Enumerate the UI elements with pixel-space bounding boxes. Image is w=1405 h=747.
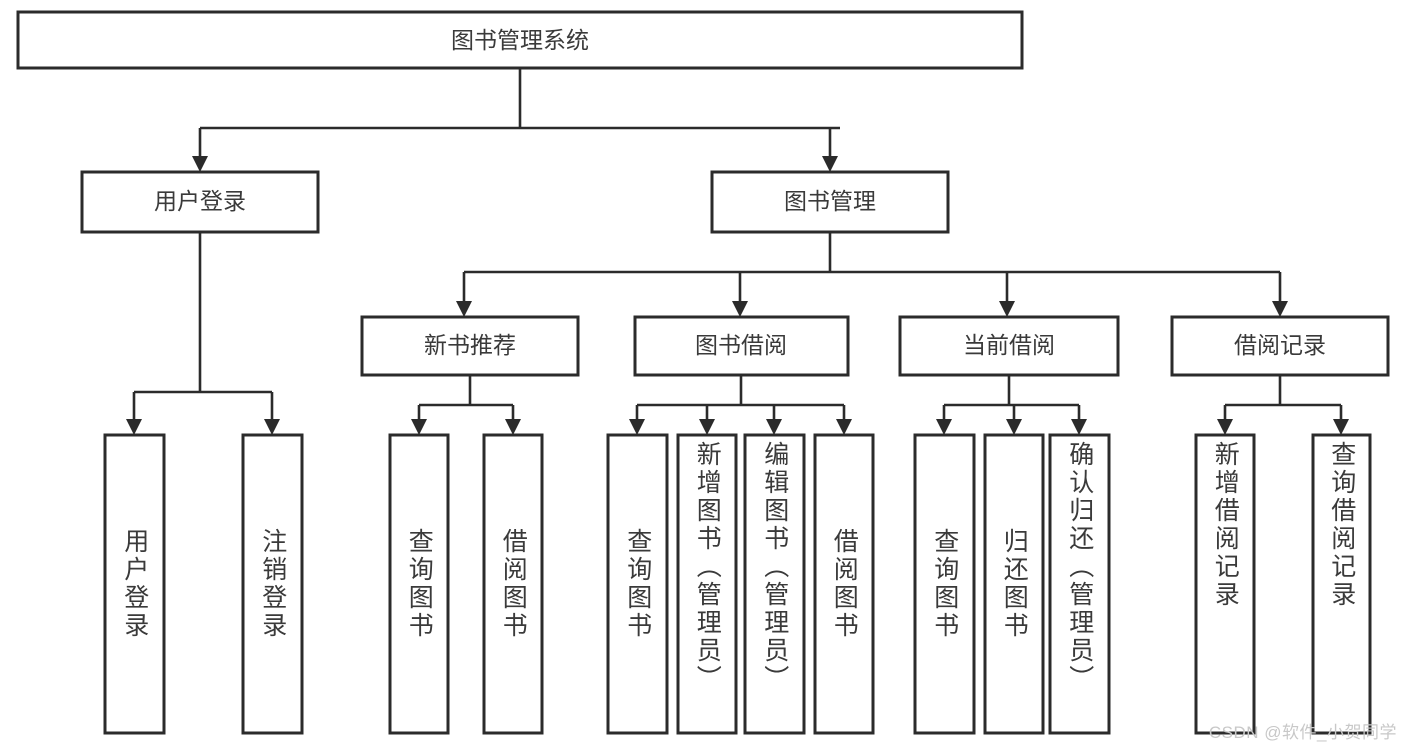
- leaf-box-add-record[interactable]: [1194, 433, 1256, 735]
- node-new-book-recommend[interactable]: 新书推荐: [360, 315, 580, 377]
- leaf-box-user-logout[interactable]: [241, 433, 304, 735]
- arrow-leaf-borrow-book-2: [836, 419, 852, 435]
- root-box[interactable]: [16, 10, 1024, 70]
- leaf-box-query-book-3[interactable]: [913, 433, 976, 735]
- borrow-record-label: 借阅记录: [1234, 332, 1326, 358]
- book-borrow-label: 图书借阅: [695, 332, 787, 358]
- borrow-record-box[interactable]: [1170, 315, 1390, 377]
- leaf-box-add-book[interactable]: [676, 433, 738, 735]
- watermark: CSDN @软件_小贺同学: [1208, 723, 1397, 742]
- leaf-box-confirm-return[interactable]: [1048, 433, 1111, 735]
- leaf-box-edit-book[interactable]: [743, 433, 806, 735]
- arrow-leaf-return-book: [1006, 419, 1022, 435]
- arrow-leaf-borrow-book-1: [505, 419, 521, 435]
- current-borrow-label: 当前借阅: [963, 332, 1055, 358]
- node-current-borrow[interactable]: 当前借阅: [898, 315, 1120, 377]
- edges-root-to-level2: [192, 68, 840, 172]
- arrow-leaf-edit-book: [766, 419, 782, 435]
- leaf-boxes: [103, 433, 1372, 735]
- leaf-box-query-record[interactable]: [1311, 433, 1372, 735]
- arrow-new-book-recommend: [456, 301, 472, 317]
- leaf-box-user-login[interactable]: [103, 433, 166, 735]
- node-user-login[interactable]: 用户登录: [80, 170, 320, 234]
- edges-userlogin-to-leaves: [126, 232, 280, 435]
- user-login-label: 用户登录: [154, 188, 246, 214]
- arrow-leaf-query-book-3: [936, 419, 952, 435]
- arrow-book-borrow: [732, 301, 748, 317]
- edges-bookborrow-to-leaves: [629, 375, 852, 435]
- book-manage-box[interactable]: [710, 170, 950, 234]
- arrow-leaf-query-book-1: [411, 419, 427, 435]
- root-label: 图书管理系统: [451, 27, 589, 53]
- arrow-user-login: [192, 156, 208, 172]
- node-book-borrow[interactable]: 图书借阅: [633, 315, 850, 377]
- leaf-box-query-book-1[interactable]: [388, 433, 450, 735]
- current-borrow-box[interactable]: [898, 315, 1120, 377]
- node-root[interactable]: 图书管理系统: [16, 10, 1024, 70]
- leaf-box-borrow-book-1[interactable]: [482, 433, 544, 735]
- leaf-box-borrow-book-2[interactable]: [813, 433, 875, 735]
- new-book-recommend-label: 新书推荐: [424, 332, 516, 358]
- node-borrow-record[interactable]: 借阅记录: [1170, 315, 1390, 377]
- node-book-manage[interactable]: 图书管理: [710, 170, 950, 234]
- arrow-book-manage: [822, 156, 838, 172]
- arrow-borrow-record: [1272, 301, 1288, 317]
- arrow-leaf-query-record: [1333, 419, 1349, 435]
- arrow-leaf-user-login: [126, 419, 142, 435]
- user-login-box[interactable]: [80, 170, 320, 234]
- leaf-box-query-book-2[interactable]: [606, 433, 669, 735]
- edges-bookmanage-to-level3: [456, 232, 1288, 317]
- leaf-box-return-book[interactable]: [983, 433, 1045, 735]
- new-book-recommend-box[interactable]: [360, 315, 580, 377]
- edges-currentborrow-to-leaves: [936, 375, 1087, 435]
- arrow-leaf-confirm-return: [1071, 419, 1087, 435]
- arrow-leaf-user-logout: [264, 419, 280, 435]
- arrow-current-borrow: [999, 301, 1015, 317]
- arrow-leaf-add-book: [699, 419, 715, 435]
- edges-newbook-to-leaves: [411, 375, 521, 435]
- book-manage-label: 图书管理: [784, 188, 876, 214]
- edges-borrowrecord-to-leaves: [1217, 375, 1349, 435]
- arrow-leaf-add-record: [1217, 419, 1233, 435]
- book-borrow-box[interactable]: [633, 315, 850, 377]
- arrow-leaf-query-book-2: [629, 419, 645, 435]
